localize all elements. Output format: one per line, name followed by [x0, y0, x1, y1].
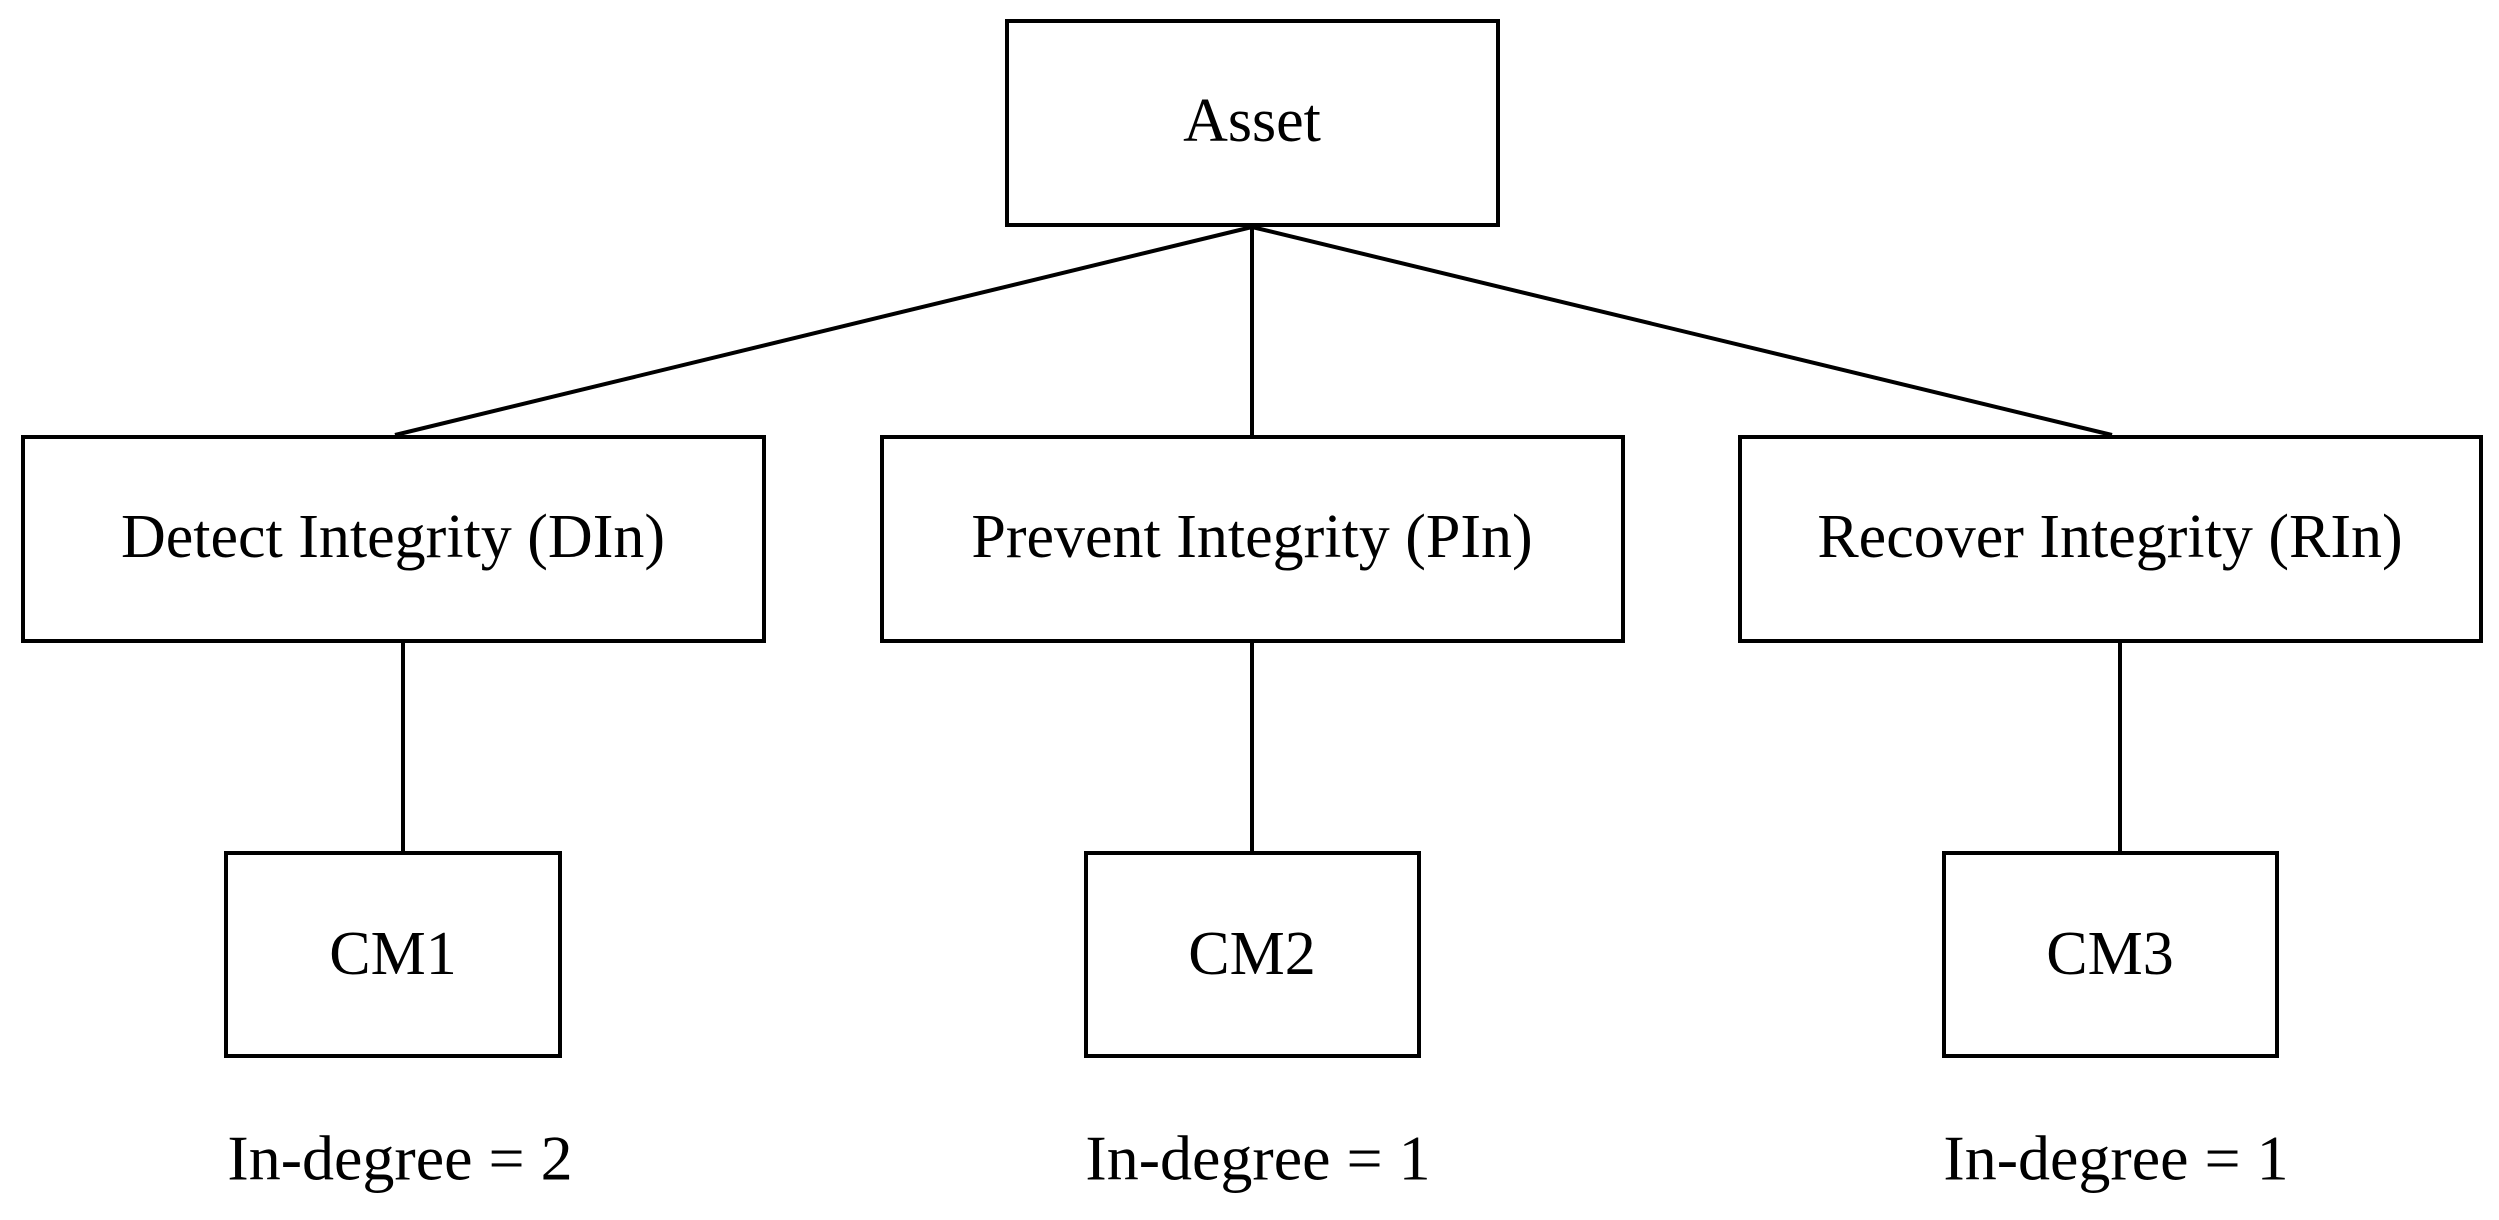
cm2-indegree: In-degree = 1: [1085, 1123, 1430, 1194]
cm3-indegree: In-degree = 1: [1943, 1123, 2288, 1194]
recover-integrity-label: Recover Integrity (RIn): [1817, 503, 2402, 571]
prevent-integrity-node: Prevent Integrity (PIn): [880, 435, 1625, 643]
asset-node: Asset: [1005, 19, 1500, 227]
cm2-node: CM2: [1084, 851, 1421, 1058]
edge-asset-detect: [394, 225, 1253, 437]
cm3-node: CM3: [1942, 851, 2279, 1058]
cm1-label: CM1: [329, 920, 456, 988]
detect-integrity-label: Detect Integrity (DIn): [121, 503, 665, 571]
cm2-label: CM2: [1188, 920, 1315, 988]
asset-label: Asset: [1183, 87, 1321, 155]
edge-asset-recover: [1251, 225, 2113, 437]
detect-integrity-node: Detect Integrity (DIn): [21, 435, 766, 643]
cm1-node: CM1: [224, 851, 562, 1058]
prevent-integrity-label: Prevent Integrity (PIn): [971, 503, 1532, 571]
recover-integrity-node: Recover Integrity (RIn): [1738, 435, 2483, 643]
cm3-label: CM3: [2046, 920, 2173, 988]
cm1-indegree: In-degree = 2: [227, 1123, 572, 1194]
